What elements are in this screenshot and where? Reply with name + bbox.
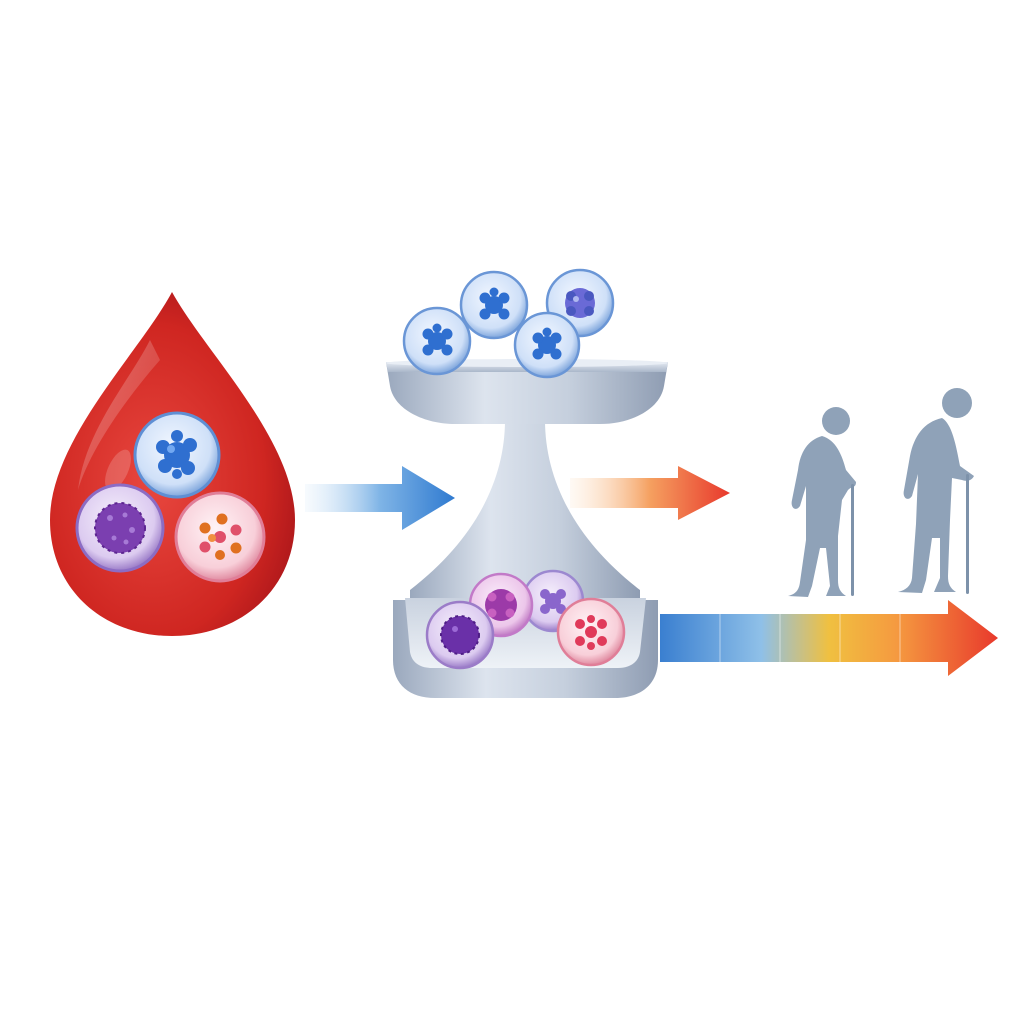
top-cell-1 [402, 306, 472, 376]
top-cell-4 [513, 311, 581, 379]
arrow-drop-to-funnel [305, 466, 455, 530]
sorting-funnel [386, 268, 668, 698]
funnel-neck [410, 420, 640, 610]
blood-cell-pink [174, 491, 266, 583]
elderly-person-2 [898, 388, 974, 594]
elderly-person-1 [788, 407, 856, 597]
top-cell-2 [459, 270, 529, 340]
funnel-top-cells [402, 268, 615, 379]
blood-drop [50, 292, 295, 636]
bottom-cell-4 [556, 597, 626, 667]
arrow-funnel-to-people [570, 466, 730, 520]
blood-drop-highlight [78, 340, 160, 490]
funnel-bottom-cells [425, 569, 626, 670]
funnel-top-plate [386, 362, 668, 424]
bottom-cell-3 [425, 600, 495, 670]
blood-cell-purple [75, 483, 165, 573]
blood-cell-blue [133, 411, 221, 499]
elderly-people [788, 388, 974, 597]
nucleus-blue [156, 430, 197, 479]
arrow-gradient-timeline [660, 600, 998, 676]
granules-pink [199, 513, 242, 560]
nucleus-purple [95, 503, 145, 553]
